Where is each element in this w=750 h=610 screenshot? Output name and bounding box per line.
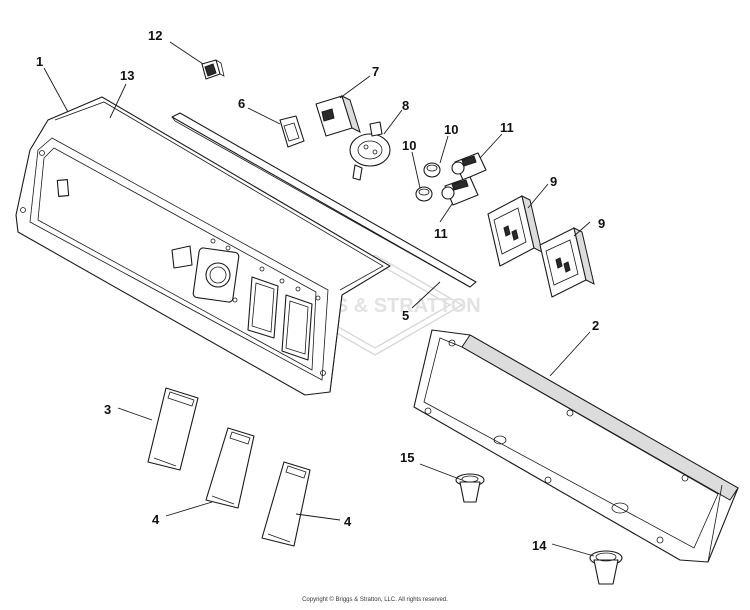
leader-lines bbox=[43, 41, 595, 557]
copyright-notice: Copyright © Briggs & Stratton, LLC. All … bbox=[302, 597, 448, 603]
outlet-lower bbox=[539, 227, 595, 298]
callout-7: 7 bbox=[372, 64, 379, 79]
callout-11-lower: 11 bbox=[434, 226, 448, 241]
callouts: 1 13 12 7 6 8 10 10 11 11 9 9 5 2 3 4 4 … bbox=[36, 28, 605, 553]
callout-14: 14 bbox=[532, 538, 547, 553]
circuit-breaker-block bbox=[315, 95, 361, 137]
callout-4-left: 4 bbox=[152, 512, 160, 527]
handle-cover-4-left bbox=[205, 427, 255, 509]
handle-cover-4-right bbox=[261, 461, 311, 547]
outlet-upper bbox=[487, 195, 543, 267]
callout-15: 15 bbox=[400, 450, 414, 465]
rotary-switch bbox=[349, 121, 391, 181]
knob-upper bbox=[423, 162, 441, 178]
callout-10-lower: 10 bbox=[402, 138, 416, 153]
switch-cover bbox=[279, 115, 305, 148]
grommet-14 bbox=[589, 550, 623, 585]
callout-2: 2 bbox=[592, 318, 599, 333]
breaker-lower bbox=[441, 176, 479, 206]
callout-10-upper: 10 bbox=[444, 122, 458, 137]
breaker-upper bbox=[451, 152, 487, 181]
callout-1: 1 bbox=[36, 54, 43, 69]
callout-5: 5 bbox=[402, 308, 409, 323]
callout-4-right: 4 bbox=[344, 514, 352, 529]
callout-9-upper: 9 bbox=[550, 174, 557, 189]
knob-lower bbox=[415, 186, 433, 202]
callout-13: 13 bbox=[120, 68, 134, 83]
control-panel bbox=[15, 96, 391, 396]
trim-strip bbox=[171, 112, 477, 288]
callout-3: 3 bbox=[104, 402, 111, 417]
grommet-15 bbox=[455, 473, 485, 503]
callout-12: 12 bbox=[148, 28, 162, 43]
callout-6: 6 bbox=[238, 96, 245, 111]
rocker-switch-small bbox=[201, 59, 225, 80]
callout-9-lower: 9 bbox=[598, 216, 605, 231]
callout-8: 8 bbox=[402, 98, 409, 113]
callout-11-upper: 11 bbox=[500, 120, 514, 135]
handle-cover-3 bbox=[147, 387, 199, 471]
control-box-tray bbox=[413, 329, 739, 563]
